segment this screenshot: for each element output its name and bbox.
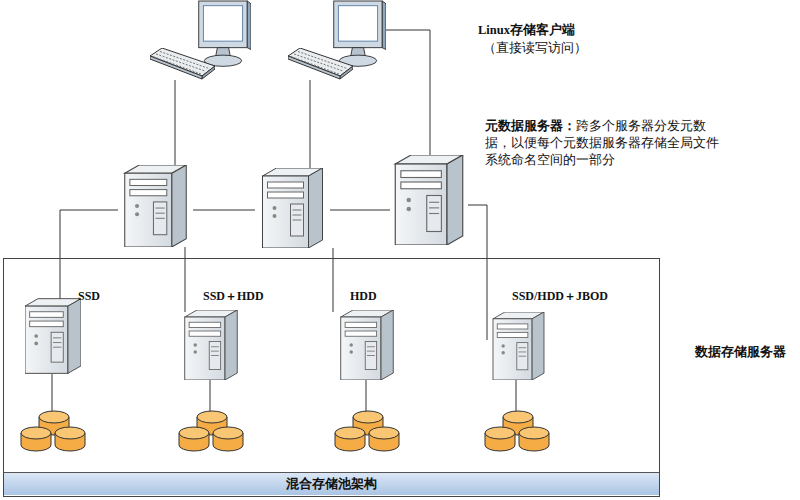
wire xyxy=(310,80,311,170)
wire xyxy=(330,210,390,211)
disk-icon xyxy=(55,427,85,451)
server-label: HDD xyxy=(350,289,377,303)
server-label: SSD＋HDD xyxy=(203,289,264,303)
monitor-icon xyxy=(334,1,386,66)
disk-icon xyxy=(213,427,243,451)
storage-server: SSD/HDD＋JBOD xyxy=(480,287,630,379)
server-icon xyxy=(395,155,463,245)
data-servers xyxy=(25,299,544,380)
client-computers xyxy=(150,1,386,79)
server-label: SSD/HDD＋JBOD xyxy=(512,289,608,303)
wire xyxy=(60,210,118,300)
server-icon xyxy=(493,312,544,380)
disk-icon xyxy=(369,427,399,451)
server-label: SSD xyxy=(78,289,100,303)
heading-label: Linux存储客户端 xyxy=(478,22,575,39)
wire xyxy=(468,205,487,340)
callout-heading: 元数据服务器： xyxy=(485,119,576,133)
wire xyxy=(185,247,186,312)
disk-icon xyxy=(485,427,515,451)
metadata-servers xyxy=(125,155,463,248)
wire xyxy=(175,80,176,168)
band-title: 混合存储池架构 xyxy=(4,472,659,495)
storage-server: SSD＋HDD xyxy=(175,287,285,379)
note-label: （直接读写访问） xyxy=(483,40,587,57)
storage-pool-box: 混合存储池架构 SSD SSD＋HDD HDD SSD/HDD＋JBOD xyxy=(3,258,660,497)
disk-icon xyxy=(21,427,51,451)
wire xyxy=(386,30,430,158)
disk-icon xyxy=(335,427,365,451)
monitor-icon xyxy=(199,1,251,66)
disk-icon xyxy=(179,427,209,451)
wire xyxy=(193,210,255,211)
storage-server: SSD xyxy=(22,287,107,379)
server-icon xyxy=(341,310,394,380)
storage-server: HDD xyxy=(330,287,410,379)
server-icon xyxy=(125,165,187,247)
server-icon xyxy=(263,168,323,248)
callout-note: 元数据服务器：跨多个服务器分发元数据，以便每个元数据服务器存储全局文件系统命名空… xyxy=(485,118,729,169)
keyboard-icon xyxy=(150,48,215,79)
network-wires xyxy=(52,30,516,418)
server-icon xyxy=(185,310,238,380)
disk-icon xyxy=(519,427,549,451)
section-label: 数据存储服务器 xyxy=(695,344,786,361)
disk-clusters xyxy=(21,411,549,451)
server-icon xyxy=(25,299,81,374)
keyboard-icon xyxy=(288,48,353,79)
